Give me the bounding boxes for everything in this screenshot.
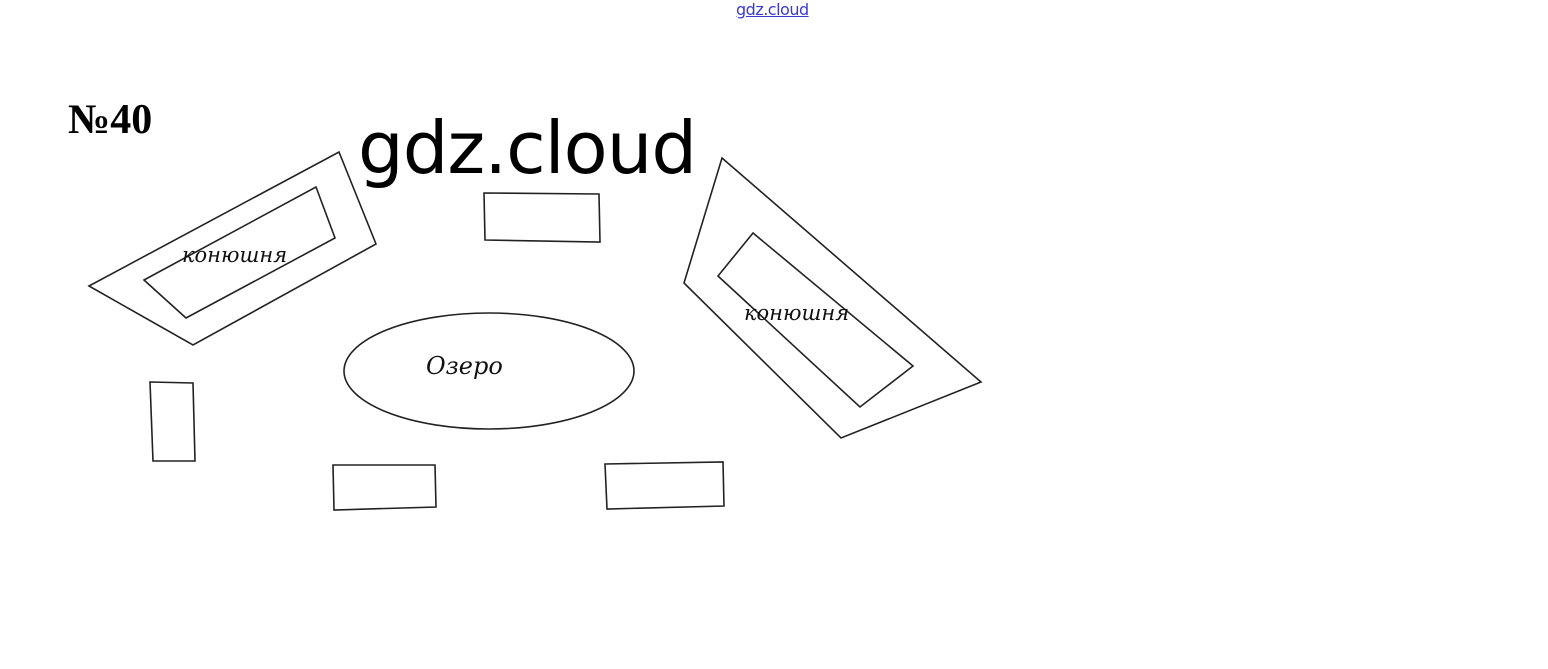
lake-ellipse	[343, 312, 635, 430]
bottom-middle-building	[332, 464, 437, 511]
lake: Озеро	[343, 312, 635, 430]
left-stable-label: конюшня	[182, 243, 287, 267]
right-stable: конюшня	[683, 156, 983, 439]
lake-label: Озеро	[426, 352, 503, 380]
top-center-building	[483, 192, 601, 243]
problem-number: №40	[68, 97, 153, 143]
left-stable-enclosure	[87, 150, 378, 346]
left-stable-building	[142, 185, 336, 319]
right-stable-label: конюшня	[744, 301, 849, 325]
left-vertical-building	[149, 381, 196, 462]
watermark-text: gdz.cloud	[358, 106, 697, 190]
right-stable-enclosure	[683, 156, 983, 439]
left-stable: конюшня	[87, 150, 378, 346]
site-link[interactable]: gdz.cloud	[736, 0, 809, 19]
bottom-right-building	[604, 461, 725, 510]
right-stable-building	[716, 231, 915, 409]
